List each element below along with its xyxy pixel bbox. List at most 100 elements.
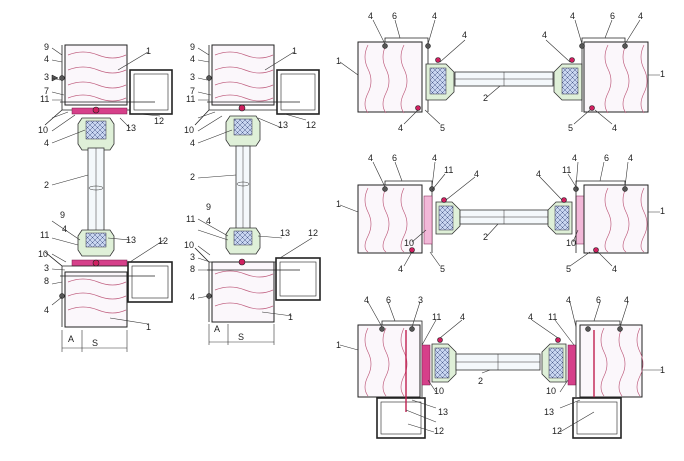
callout-12: 12 <box>306 120 316 130</box>
callout-4: 4 <box>572 153 577 163</box>
callout-1: 1 <box>336 199 341 209</box>
callout-5: 5 <box>440 123 445 133</box>
callout-1: 1 <box>146 46 151 56</box>
dim-s: S <box>238 332 244 342</box>
callout-4: 4 <box>566 295 571 305</box>
dim-a: A <box>214 324 220 334</box>
callout-5: 5 <box>568 123 573 133</box>
callout-3: 3 <box>44 263 49 273</box>
callout-11: 11 <box>432 312 441 322</box>
seal-strip-top <box>71 107 128 115</box>
callout-13: 13 <box>126 235 136 245</box>
callout-7: 7 <box>44 86 49 96</box>
callout-4: 4 <box>44 54 49 64</box>
callout-2: 2 <box>44 180 49 190</box>
callout-13: 13 <box>278 120 288 130</box>
callout-9: 9 <box>60 210 65 220</box>
callout-10: 10 <box>546 386 556 396</box>
seal-strip-bottom <box>71 259 128 267</box>
callout-8: 8 <box>190 264 195 274</box>
callout-6: 6 <box>386 295 391 305</box>
callout-10: 10 <box>566 238 576 248</box>
callout-1: 1 <box>336 340 341 350</box>
vertical-section-2 <box>194 44 321 345</box>
callout-labels: 9 4 3 7 11 10 4 2 11 10 3 8 4 9 4 1 12 1… <box>38 11 665 436</box>
callout-10: 10 <box>38 125 48 135</box>
callout-4: 4 <box>570 11 575 21</box>
callout-4: 4 <box>206 216 211 226</box>
callout-4: 4 <box>528 312 533 322</box>
callout-3: 3 <box>190 252 195 262</box>
callout-10: 10 <box>434 386 444 396</box>
callout-4: 4 <box>62 224 67 234</box>
callout-5: 5 <box>566 264 571 274</box>
callout-12: 12 <box>552 426 562 436</box>
callout-9: 9 <box>206 202 211 212</box>
callout-4: 4 <box>432 153 437 163</box>
callout-4: 4 <box>542 30 547 40</box>
callout-13: 13 <box>544 407 554 417</box>
callout-10: 10 <box>38 249 48 259</box>
callout-1: 1 <box>660 69 665 79</box>
callout-11: 11 <box>548 312 557 322</box>
callout-1: 1 <box>292 46 297 56</box>
callout-6: 6 <box>610 11 615 21</box>
callout-4: 4 <box>398 123 403 133</box>
callout-3: 3 <box>190 72 195 82</box>
callout-10: 10 <box>404 238 414 248</box>
vertical-section-1 <box>44 44 173 352</box>
callout-1: 1 <box>288 312 293 322</box>
callout-4: 4 <box>474 169 479 179</box>
callout-6: 6 <box>596 295 601 305</box>
callout-4: 4 <box>432 11 437 21</box>
callout-11: 11 <box>40 94 49 104</box>
callout-4: 4 <box>638 11 643 21</box>
horizontal-section-2 <box>339 161 660 267</box>
callout-2: 2 <box>483 93 488 103</box>
dim-a: A <box>68 334 74 344</box>
callout-1: 1 <box>660 206 665 216</box>
callout-13: 13 <box>438 407 448 417</box>
callout-4: 4 <box>624 295 629 305</box>
callout-4: 4 <box>612 264 617 274</box>
callout-4: 4 <box>368 11 373 21</box>
callout-4: 4 <box>364 295 369 305</box>
callout-11: 11 <box>186 94 195 104</box>
callout-12: 12 <box>434 426 444 436</box>
callout-4: 4 <box>368 153 373 163</box>
horizontal-section-3 <box>339 301 662 439</box>
callout-13: 13 <box>280 228 290 238</box>
horizontal-section-1 <box>339 19 660 125</box>
callout-3: 3 <box>418 295 423 305</box>
callout-4: 4 <box>460 312 465 322</box>
callout-7: 7 <box>190 86 195 96</box>
dim-s: S <box>92 338 98 348</box>
callout-1: 1 <box>146 322 151 332</box>
callout-11: 11 <box>562 165 571 175</box>
callout-10: 10 <box>184 240 194 250</box>
callout-11: 11 <box>444 165 453 175</box>
callout-4: 4 <box>44 305 49 315</box>
callout-8: 8 <box>44 276 49 286</box>
callout-12: 12 <box>154 116 164 126</box>
sandwich-panel-top <box>64 44 128 106</box>
callout-4: 4 <box>190 138 195 148</box>
callout-9: 9 <box>190 42 195 52</box>
steel-tube-bottom <box>127 261 173 303</box>
callout-1: 1 <box>660 365 665 375</box>
callout-4: 4 <box>398 264 403 274</box>
callout-9: 9 <box>44 42 49 52</box>
callout-4: 4 <box>462 30 467 40</box>
callout-2: 2 <box>483 232 488 242</box>
callout-4: 4 <box>628 153 633 163</box>
callout-4: 4 <box>536 169 541 179</box>
callout-2: 2 <box>478 376 483 386</box>
callout-5: 5 <box>440 264 445 274</box>
callout-10: 10 <box>184 125 194 135</box>
callout-6: 6 <box>392 153 397 163</box>
callout-1: 1 <box>336 56 341 66</box>
callout-11: 11 <box>40 230 49 240</box>
callout-13: 13 <box>126 123 136 133</box>
callout-4: 4 <box>190 54 195 64</box>
